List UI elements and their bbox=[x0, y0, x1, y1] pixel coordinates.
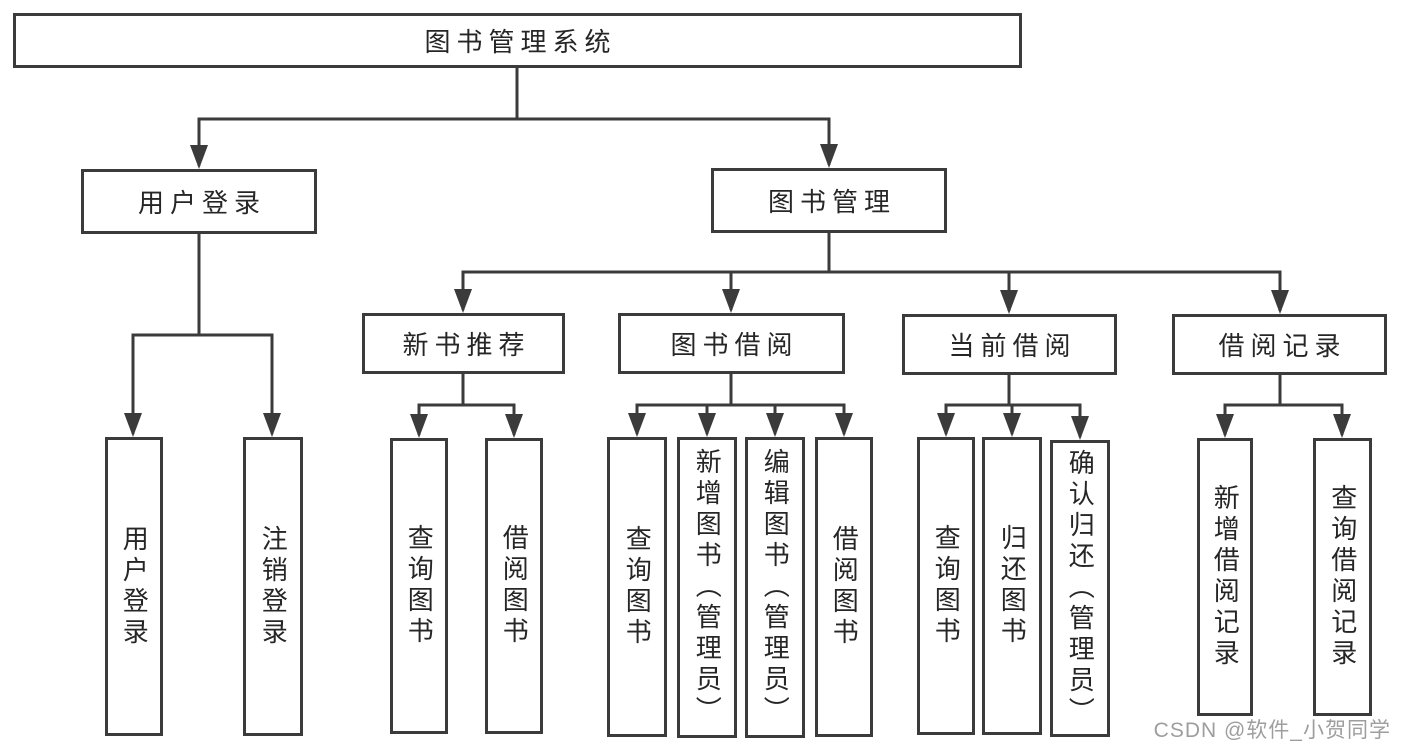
leaf-cb-query-books: 查询图书 bbox=[917, 437, 975, 735]
leaf-bb-borrow-books: 借阅图书 bbox=[815, 437, 873, 737]
node-book-management-label: 图书管理 bbox=[767, 187, 896, 217]
leaf-bb-add-books-admin-label: 新增图书（管理员） bbox=[692, 448, 723, 727]
node-book-borrow-label: 图书借阅 bbox=[670, 330, 799, 360]
node-current-borrow: 当前借阅 bbox=[902, 314, 1117, 375]
node-root-label: 图书管理系统 bbox=[424, 27, 617, 57]
node-book-management: 图书管理 bbox=[711, 168, 947, 233]
node-borrow-records: 借阅记录 bbox=[1172, 314, 1387, 375]
node-book-borrow: 图书借阅 bbox=[618, 313, 845, 374]
leaf-bb-edit-books-admin: 编辑图书（管理员） bbox=[745, 437, 805, 738]
leaf-logout-label: 注销登录 bbox=[258, 524, 289, 649]
node-current-borrow-label: 当前借阅 bbox=[948, 331, 1077, 361]
leaf-cb-return-books-label: 归还图书 bbox=[997, 524, 1028, 648]
leaf-nbr-borrow-books: 借阅图书 bbox=[485, 438, 543, 734]
leaf-logout: 注销登录 bbox=[243, 437, 303, 736]
leaf-br-add-record: 新增借阅记录 bbox=[1197, 438, 1253, 716]
leaf-cb-return-books: 归还图书 bbox=[982, 437, 1042, 735]
leaf-bb-borrow-books-label: 借阅图书 bbox=[829, 525, 860, 649]
leaf-bb-add-books-admin: 新增图书（管理员） bbox=[677, 437, 737, 738]
leaf-bb-query-books: 查询图书 bbox=[607, 437, 667, 737]
node-new-book-recommend: 新书推荐 bbox=[362, 313, 565, 374]
csdn-watermark: CSDN @软件_小贺同学 bbox=[1153, 719, 1391, 742]
leaf-nbr-query-books-label: 查询图书 bbox=[404, 524, 435, 648]
leaf-user-login: 用户登录 bbox=[105, 437, 163, 736]
leaf-bb-edit-books-admin-label: 编辑图书（管理员） bbox=[760, 448, 791, 727]
leaf-cb-confirm-return-admin: 确认归还（管理员） bbox=[1050, 440, 1110, 737]
leaf-cb-confirm-return-admin-label: 确认归还（管理员） bbox=[1065, 449, 1096, 728]
leaf-user-login-label: 用户登录 bbox=[119, 524, 150, 649]
node-user-login-label: 用户登录 bbox=[137, 188, 266, 218]
leaf-br-add-record-label: 新增借阅记录 bbox=[1210, 484, 1241, 670]
node-new-book-recommend-label: 新书推荐 bbox=[402, 330, 531, 360]
node-root: 图书管理系统 bbox=[13, 13, 1022, 68]
leaf-nbr-query-books: 查询图书 bbox=[390, 438, 448, 734]
node-user-login: 用户登录 bbox=[81, 169, 317, 234]
leaf-bb-query-books-label: 查询图书 bbox=[622, 525, 653, 649]
leaf-nbr-borrow-books-label: 借阅图书 bbox=[499, 524, 530, 648]
leaf-br-query-record-label: 查询借阅记录 bbox=[1327, 484, 1358, 670]
leaf-cb-query-books-label: 查询图书 bbox=[931, 524, 962, 648]
leaf-br-query-record: 查询借阅记录 bbox=[1313, 438, 1372, 716]
node-borrow-records-label: 借阅记录 bbox=[1218, 331, 1347, 361]
